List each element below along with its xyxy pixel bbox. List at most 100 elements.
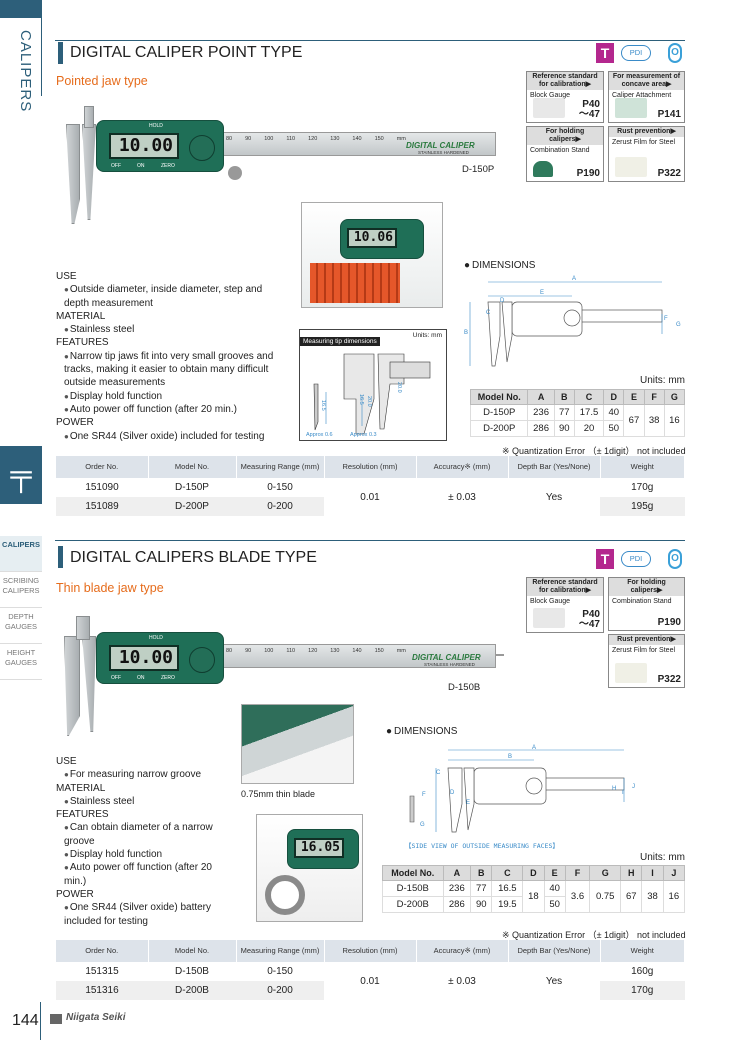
weight: 195g bbox=[600, 497, 685, 516]
range: 0-150 bbox=[267, 482, 293, 493]
order-no: 151316 bbox=[56, 981, 148, 1000]
dim-td: D-200B bbox=[382, 896, 444, 913]
badge-t: T bbox=[596, 43, 614, 63]
off-label: OFF bbox=[111, 163, 121, 169]
order-no: 151089 bbox=[56, 497, 148, 516]
dim-th: G bbox=[589, 865, 622, 881]
side-view-caption: 【SIDE VIEW OF OUTSIDE MEASURING FACES】 bbox=[405, 842, 559, 850]
accessory-combination-stand[interactable]: For holding calipers▶ Combination Stand … bbox=[526, 126, 604, 182]
weight: 170g bbox=[600, 981, 685, 1000]
zerust-thumb bbox=[615, 157, 647, 177]
dim-td: 16 bbox=[662, 880, 686, 913]
order-row: 151315 D-150B 0-150 0.01 ± 0.03 Yes 160g bbox=[56, 962, 685, 987]
footer-rule bbox=[40, 1002, 41, 1040]
power-item: One SR44 (Silver oxide) battery included… bbox=[56, 901, 231, 928]
workpiece bbox=[310, 263, 400, 303]
dim-td: 38 bbox=[643, 404, 665, 437]
order-row: 151316 D-200B 0-200 170g bbox=[56, 981, 685, 1000]
use-heading: USE bbox=[56, 756, 77, 767]
stand-thumb bbox=[533, 161, 553, 177]
dimension-drawing-1 bbox=[469, 281, 663, 367]
order-th: Model No. bbox=[148, 940, 237, 962]
tip-drawing bbox=[313, 353, 431, 435]
dim-th: I bbox=[641, 865, 664, 881]
section2-rule bbox=[55, 540, 685, 541]
dim-letter: G bbox=[676, 322, 681, 328]
depth-bar: Yes bbox=[545, 491, 563, 503]
depth-bar: Yes bbox=[545, 975, 563, 987]
thumb-roller bbox=[189, 135, 215, 161]
attachment-thumb bbox=[615, 98, 647, 118]
scale-num: 100 bbox=[264, 648, 274, 654]
dim-letter: E bbox=[466, 800, 471, 806]
use-item: Outside diameter, inside diameter, step … bbox=[56, 283, 281, 310]
accessory-head: Rust prevention▶ bbox=[609, 127, 684, 137]
dim-td: D-200P bbox=[469, 420, 529, 437]
order-th: Model No. bbox=[148, 456, 237, 478]
dim-td: 236 bbox=[527, 404, 555, 421]
accessory-page: P322 bbox=[657, 674, 681, 685]
photo-caliper: 10.06 bbox=[340, 219, 424, 259]
tip-label: 16.5 bbox=[358, 394, 364, 405]
accessory-name: Zerust Film for Steel bbox=[612, 647, 676, 654]
tip-label: 16.5 bbox=[320, 400, 326, 411]
accessory-caliper-attachment[interactable]: For measurement of concave area▶ Caliper… bbox=[608, 71, 685, 123]
scale-num: 110 bbox=[286, 136, 296, 142]
dim-td: 18 bbox=[522, 880, 545, 913]
scale-numbers: 80 90 100 110 120 130 140 150 mm bbox=[226, 136, 406, 142]
block-gauge-thumb bbox=[533, 98, 565, 118]
dim-td: 50 bbox=[543, 896, 566, 913]
dim-row: D-150P 236 77 17.5 40 67 38 16 bbox=[469, 404, 686, 437]
accessory-head: For holding calipers▶ bbox=[609, 578, 684, 596]
caliper-brand: DIGITAL CALIPER bbox=[406, 141, 475, 150]
rail-nav: CALIPERS SCRIBING CALIPERS DEPTH GAUGES … bbox=[0, 536, 42, 680]
rail-nav-scribing[interactable]: SCRIBING CALIPERS bbox=[0, 572, 42, 608]
dim-letter: F bbox=[664, 316, 668, 322]
order-th: Depth Bar (Yes/None) bbox=[508, 940, 601, 962]
accessory-block-gauge[interactable]: Reference standard for calibration▶ Bloc… bbox=[526, 71, 604, 123]
features-heading: FEATURES bbox=[56, 337, 109, 349]
accessory-zerust[interactable]: Rust prevention▶ Zerust Film for Steel P… bbox=[608, 126, 685, 182]
units-label: Units: mm bbox=[640, 375, 685, 386]
caliper-brand-sub: STAINLESS HARDENED bbox=[418, 150, 469, 155]
accessory-block-gauge[interactable]: Reference standard for calibration▶ Bloc… bbox=[526, 577, 604, 633]
on-label: ON bbox=[137, 675, 145, 681]
dimension-table-2: Model No. A B C D E F G H I J D-150B 236… bbox=[382, 865, 686, 913]
dim-row: D-200P 286 90 20 50 bbox=[469, 420, 685, 437]
use-heading: USE bbox=[56, 271, 77, 282]
dim-td: D-150P bbox=[469, 404, 529, 421]
dim-td: 3.6 bbox=[564, 880, 591, 913]
order-th: Resolution (mm) bbox=[324, 940, 417, 962]
accessory-zerust[interactable]: Rust prevention▶ Zerust Film for Steel P… bbox=[608, 634, 685, 688]
material-heading: MATERIAL bbox=[56, 310, 106, 322]
scale-num: 130 bbox=[330, 648, 340, 654]
caliper-brand: DIGITAL CALIPER bbox=[412, 653, 481, 662]
zero-label: ZERO bbox=[161, 163, 175, 169]
order-th: Depth Bar (Yes/None) bbox=[508, 456, 601, 478]
dim-letter: F bbox=[422, 792, 426, 798]
caliper-icon: ╤ bbox=[0, 446, 42, 504]
scale-num: mm bbox=[396, 136, 406, 142]
scale-num: 90 bbox=[245, 136, 252, 142]
page-number: 144 bbox=[12, 1012, 39, 1029]
dim-th: C bbox=[491, 865, 524, 881]
dim-letter: E bbox=[540, 290, 545, 296]
order-th: Measuring Range (mm) bbox=[236, 940, 325, 962]
model-no: D-150B bbox=[175, 966, 209, 977]
order-th: Order No. bbox=[56, 940, 149, 962]
accessory-combination-stand[interactable]: For holding calipers▶ Combination Stand … bbox=[608, 577, 685, 631]
quantization-note: ※ Quantization Error （± 1digit） not incl… bbox=[502, 446, 686, 456]
dim-letter: I bbox=[622, 790, 624, 796]
slide-jaw bbox=[82, 636, 96, 732]
caliper-blade-image: 80 90 100 110 120 130 140 150 mm DIGITAL… bbox=[56, 606, 506, 746]
rail-nav-calipers[interactable]: CALIPERS bbox=[0, 536, 42, 572]
dim-td: 20 bbox=[573, 420, 605, 437]
tip-label: Approx 0.3 bbox=[350, 432, 377, 438]
rail-nav-depth[interactable]: DEPTH GAUGES bbox=[0, 608, 42, 644]
dim-th: A bbox=[442, 865, 472, 881]
dim-td: 38 bbox=[641, 880, 664, 913]
on-label: ON bbox=[137, 163, 145, 169]
rail-nav-height[interactable]: HEIGHT GAUGES bbox=[0, 644, 42, 680]
tip-title: Measuring tip dimensions bbox=[300, 337, 380, 346]
section2-spec: USE For measuring narrow groove MATERIAL… bbox=[56, 755, 231, 928]
